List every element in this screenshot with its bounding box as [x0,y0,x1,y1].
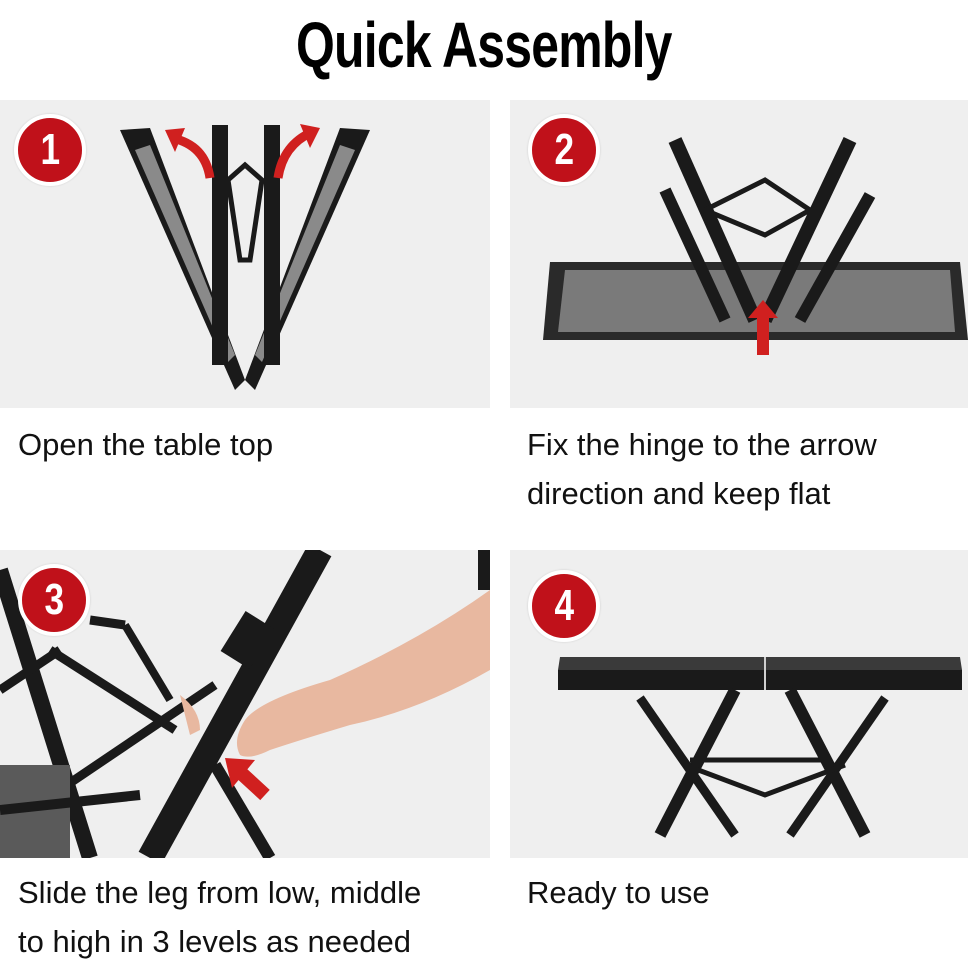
step-4-badge: 4 [528,570,600,642]
assembled-table-illustration [558,657,962,838]
step-2-caption: Fix the hinge to the arrow direction and… [527,427,877,511]
step-3-badge: 3 [18,564,90,636]
page-title-text: Quick Assembly [296,9,672,81]
page-title: Quick Assembly [0,0,968,90]
step-1-caption: Open the table top [18,427,274,462]
step-2-image: 2 [510,100,968,408]
step-4-image: 4 [510,550,968,858]
inverted-table-illustration [543,137,968,355]
step-4-caption: Ready to use [527,875,710,910]
step-2-badge: 2 [528,114,600,186]
step-3-caption: Slide the leg from low, middle to high i… [18,875,422,959]
step-3-image: 3 [0,550,490,858]
step-1-badge: 1 [14,114,86,186]
step-1-image: 1 [0,100,490,408]
leg-adjust-illustration [0,550,490,858]
folded-table-illustration [120,124,370,390]
